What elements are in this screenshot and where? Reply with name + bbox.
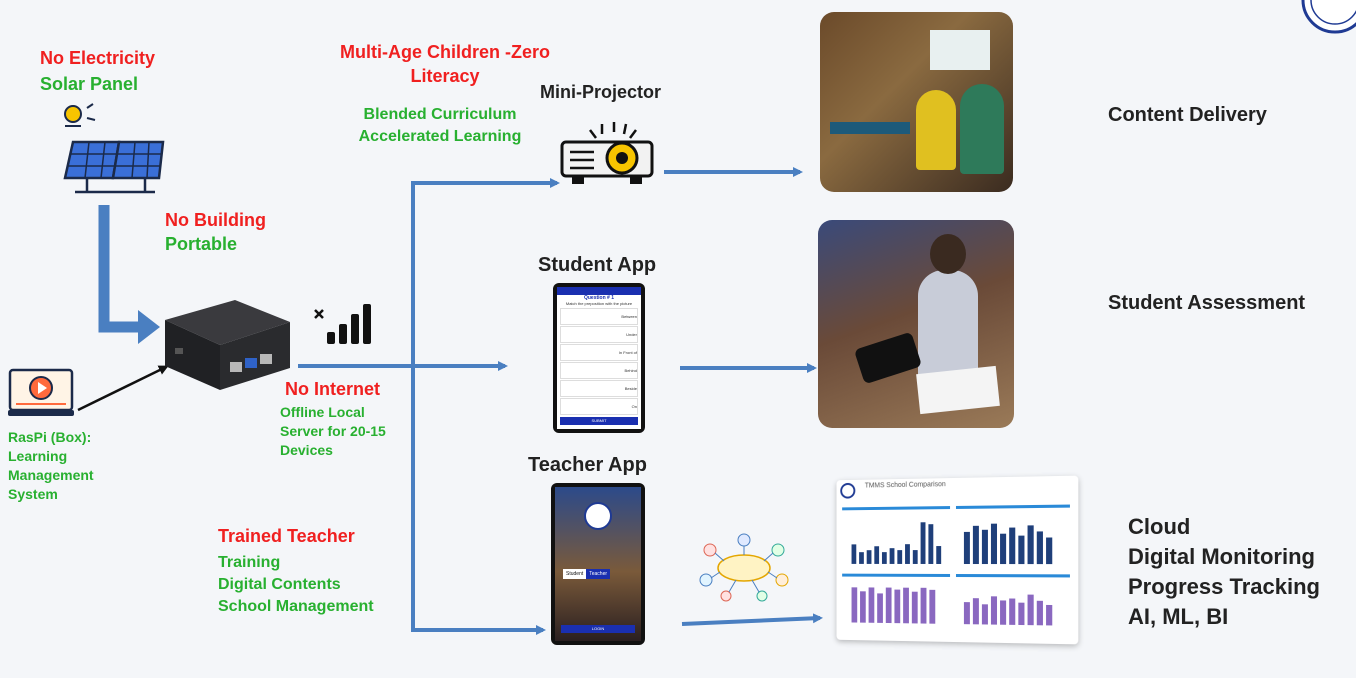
teacher-app-login-button[interactable]: LOGIN: [561, 625, 635, 633]
internet-line-2: Server for 20-15: [280, 422, 386, 441]
organization-logo: [1300, 0, 1356, 42]
cloud-features-list: Cloud Digital Monitoring Progress Tracki…: [1128, 512, 1320, 632]
teacher-training-description: Training Digital Contents School Managem…: [218, 552, 374, 618]
student-app-option[interactable]: In Front of: [560, 344, 638, 361]
raspi-line-3: Management: [8, 466, 94, 485]
boy-head: [930, 234, 966, 274]
raspi-description: RasPi (Box): Learning Management System: [8, 428, 94, 504]
teacher-line-1: Training: [218, 552, 374, 574]
children-title-line-2: Literacy: [315, 64, 575, 88]
student-app-phone: Question # 1 Match the preposition with …: [553, 283, 645, 433]
raspi-line-4: System: [8, 485, 94, 504]
mini-projector-label: Mini-Projector: [540, 80, 661, 104]
projected-screen: [930, 30, 990, 70]
no-electricity-label: No Electricity: [40, 46, 155, 70]
no-signal-icon: [313, 300, 375, 348]
content-delivery-label: Content Delivery: [1108, 102, 1267, 128]
curriculum-line-1: Blended Curriculum: [345, 104, 535, 126]
cloud-line-3: Progress Tracking: [1128, 572, 1320, 602]
raspi-line-2: Learning: [8, 447, 94, 466]
teacher-app-role-toggle: Student Teacher: [563, 569, 610, 579]
solar-to-box-arrow: [104, 205, 140, 327]
solar-panel-icon: [55, 100, 175, 200]
classroom-bench: [830, 122, 910, 134]
teacher-app-phone: Student Teacher LOGIN: [551, 483, 645, 645]
monitoring-dashboard: TMMS School Comparison: [837, 476, 1079, 645]
teacher-app-label: Teacher App: [528, 452, 647, 478]
student-assessment-label: Student Assessment: [1108, 290, 1305, 316]
trained-teacher-label: Trained Teacher: [218, 524, 355, 548]
children-title-line-1: Multi-Age Children -Zero: [315, 40, 575, 64]
teacher-app-to-dashboard-line: [682, 618, 820, 624]
lms-to-box-arrow: [78, 367, 166, 410]
student-app-option[interactable]: On: [560, 398, 638, 415]
internet-line-1: Offline Local: [280, 403, 386, 422]
teacher-app-logo: [583, 501, 613, 531]
student-app-prompt: Match the preposition with the picture: [557, 301, 641, 306]
cloud-line-2: Digital Monitoring: [1128, 542, 1320, 572]
curriculum-line-2: Accelerated Learning: [345, 126, 535, 148]
student-app-screen: Question # 1 Match the preposition with …: [557, 287, 641, 429]
cloud-line-4: AI, ML, BI: [1128, 602, 1320, 632]
teacher-line-3: School Management: [218, 596, 374, 618]
student-app-option[interactable]: Behind: [560, 362, 638, 379]
lms-video-icon: [8, 368, 76, 420]
cloud-line-1: Cloud: [1128, 512, 1320, 542]
student-app-header-bar: [557, 287, 641, 295]
raspi-line-1: RasPi (Box):: [8, 428, 94, 447]
portable-label: Portable: [165, 232, 237, 256]
projector-icon: [558, 118, 658, 190]
offline-server-description: Offline Local Server for 20-15 Devices: [280, 403, 386, 460]
student-app-label: Student App: [538, 252, 656, 278]
student-toggle[interactable]: Student: [563, 569, 586, 579]
dashboard-charts: [842, 504, 1074, 640]
internet-line-3: Devices: [280, 441, 386, 460]
raspberry-pi-box-image: [155, 290, 295, 400]
dashboard-title: TMMS School Comparison: [837, 476, 1079, 497]
student-app-option[interactable]: Beside: [560, 380, 638, 397]
multi-age-children-label: Multi-Age Children -Zero Literacy: [315, 40, 575, 88]
teacher-app-screen: Student Teacher LOGIN: [555, 487, 641, 641]
teacher-toggle[interactable]: Teacher: [586, 569, 610, 579]
boy-figure: [918, 270, 978, 380]
curriculum-description: Blended Curriculum Accelerated Learning: [345, 104, 535, 148]
worksheet-paper: [916, 366, 1000, 414]
no-internet-label: No Internet: [285, 377, 380, 401]
student-app-submit-button[interactable]: SUBMIT: [560, 417, 638, 425]
classroom-projection-photo: [820, 12, 1013, 192]
tablet-device: [854, 332, 922, 385]
cloud-computing-icon: [694, 528, 794, 604]
student-figure-green: [960, 84, 1004, 174]
student-app-option[interactable]: Between: [560, 308, 638, 325]
solar-panel-label: Solar Panel: [40, 72, 138, 96]
no-building-label: No Building: [165, 208, 266, 232]
student-tablet-photo: [818, 220, 1014, 428]
teacher-line-2: Digital Contents: [218, 574, 374, 596]
student-figure-yellow: [916, 90, 956, 170]
student-app-option[interactable]: Under: [560, 326, 638, 343]
